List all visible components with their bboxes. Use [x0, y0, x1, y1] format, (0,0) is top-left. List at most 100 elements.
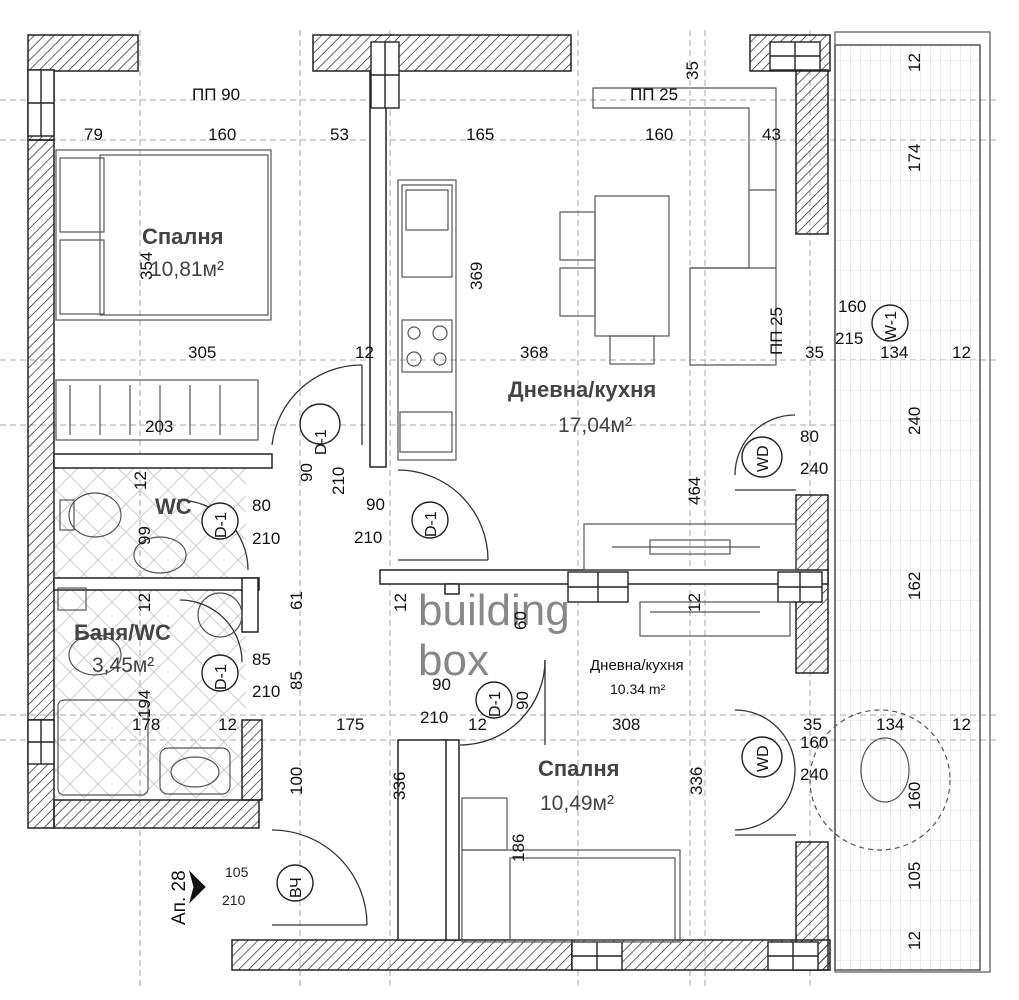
room-area-living-2: 10.34 m²: [610, 681, 666, 697]
dim: 80: [252, 496, 271, 515]
dim: 35: [683, 61, 702, 80]
balcony-deck: [834, 44, 981, 971]
dim: 79: [84, 125, 103, 144]
room-name-wc: WC: [155, 494, 192, 519]
furniture: [55, 87, 951, 943]
dim: 61: [287, 591, 306, 610]
dim: 160: [645, 125, 673, 144]
dim: 194: [135, 690, 154, 718]
dim: 12: [131, 471, 150, 490]
tag-pp25-top: ПП 25: [630, 85, 678, 104]
columns: [27, 41, 823, 971]
tag-d1-c: D-1: [423, 511, 440, 537]
dim: 99: [135, 526, 154, 545]
dim: 60: [511, 611, 530, 630]
room-name-bedroom-2: Спалня: [538, 756, 620, 781]
watermark: building box: [418, 586, 570, 685]
dim: 90: [432, 675, 451, 694]
dim: 336: [390, 772, 409, 800]
dim: 160: [208, 125, 236, 144]
wardrobe: [55, 379, 259, 441]
dim: 240: [905, 407, 924, 435]
tag-d1-a: D-1: [313, 429, 330, 455]
dim: 240: [800, 459, 828, 478]
tag-wd-a: WD: [755, 445, 772, 472]
bed-1: [55, 149, 272, 321]
sofa: [592, 87, 777, 366]
dim: 100: [287, 767, 306, 795]
tag-circles: [201, 304, 909, 902]
dim: 12: [905, 53, 924, 72]
dim: 43: [762, 125, 781, 144]
dim: 162: [905, 572, 924, 600]
room-area-bath: 3,45м²: [92, 654, 154, 677]
shower: [57, 699, 149, 796]
dim: 35: [803, 715, 822, 734]
dim: 240: [800, 765, 828, 784]
entry-arrow: [189, 870, 206, 904]
dim: 178: [132, 715, 160, 734]
dim: 210: [329, 467, 348, 495]
tag-d1-b: D-1: [213, 512, 230, 538]
dim: 308: [612, 715, 640, 734]
room-name-bedroom-1: Спалня: [142, 224, 224, 249]
dim: 35: [805, 343, 824, 362]
room-name-bath: Баня/WC: [74, 620, 171, 645]
tag-w1: W-1: [883, 311, 900, 340]
bath-toilet: [68, 634, 122, 676]
dim: 203: [145, 417, 173, 436]
dim: 12: [952, 715, 971, 734]
dim: 12: [391, 593, 410, 612]
room-area-bedroom-1: 10,81м²: [150, 258, 224, 281]
dim: 368: [520, 343, 548, 362]
dim: 305: [188, 343, 216, 362]
tag-b1: ВЧ: [288, 877, 305, 898]
dim: 85: [252, 650, 271, 669]
dim: 160: [838, 297, 866, 316]
tag-d1-e: D-1: [487, 691, 504, 717]
watermark-text-1: building: [418, 586, 570, 635]
watermark-text-2: box: [418, 636, 489, 685]
dim: 464: [685, 477, 704, 505]
dim: 134: [880, 343, 908, 362]
dim: 105: [225, 864, 249, 880]
walls: [27, 34, 831, 971]
dim: 12: [952, 343, 971, 362]
dim: 369: [467, 262, 486, 290]
dim: 210: [354, 528, 382, 547]
dim: 174: [905, 144, 924, 172]
dimensions: 79 160 53 165 160 43 35 12 174 354 369 3…: [84, 53, 971, 950]
bath-sink: [159, 747, 231, 795]
dim: 134: [876, 715, 904, 734]
dim: 186: [509, 834, 528, 862]
room-name-living-2: Дневна/кухня: [590, 657, 684, 674]
dim: 210: [252, 529, 280, 548]
dim: 160: [905, 782, 924, 810]
dim: 215: [835, 329, 863, 348]
dim: 85: [287, 671, 306, 690]
dim: 12: [685, 593, 704, 612]
dim: 90: [513, 691, 532, 710]
dim: 90: [366, 495, 385, 514]
dim: 165: [466, 125, 494, 144]
dim: 12: [355, 343, 374, 362]
apartment-label: Ап. 28: [169, 870, 190, 925]
dim: 12: [135, 593, 154, 612]
bed-2: [461, 849, 681, 943]
dim: 175: [336, 715, 364, 734]
dim: 210: [252, 682, 280, 701]
room-area-living-1: 17,04м²: [558, 414, 632, 437]
dim: 160: [800, 733, 828, 752]
tag-d1-d: D-1: [213, 664, 230, 690]
tag-pp90: ПП 90: [192, 85, 240, 104]
dim: 210: [420, 708, 448, 727]
wc-toilet: [68, 492, 122, 538]
dim: 53: [330, 125, 349, 144]
dim: 210: [222, 892, 246, 908]
kitchen-counter: [397, 179, 457, 461]
dining-table: [594, 195, 670, 337]
dim: 12: [468, 715, 487, 734]
room-area-bedroom-2: 10,49м²: [540, 792, 614, 815]
dim: 354: [137, 252, 156, 280]
